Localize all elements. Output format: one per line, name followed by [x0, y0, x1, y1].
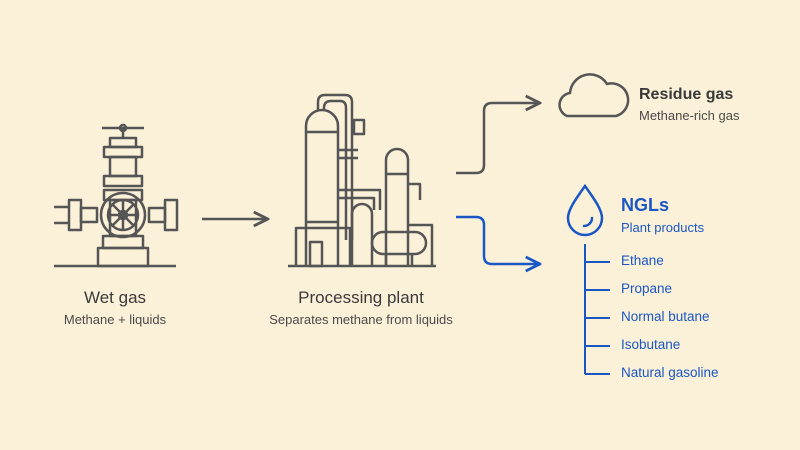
arrow-to-ngls: [456, 215, 538, 264]
cloud-icon: [558, 73, 630, 118]
residue-gas-subtitle: Methane-rich gas: [639, 108, 740, 123]
ngls-title: NGLs: [621, 195, 670, 215]
ngl-product-ethane: Ethane: [621, 253, 664, 268]
ngl-product-normal-butane: Normal butane: [621, 309, 710, 324]
ngl-products-tree: [584, 244, 610, 375]
wet-gas-title: Wet gas: [83, 288, 147, 307]
arrow-to-residue-gas: [456, 103, 538, 175]
ngl-product-isobutane: Isobutane: [621, 337, 681, 352]
ngls-subtitle: Plant products: [621, 220, 705, 235]
processing-plant-icon: [288, 93, 436, 268]
droplet-icon: [566, 183, 604, 237]
plant-subtitle: Separates methane from liquids: [269, 312, 453, 327]
ngl-product-propane: Propane: [621, 281, 673, 296]
wet-gas-subtitle: Methane + liquids: [63, 312, 167, 327]
residue-gas-title: Residue gas: [639, 86, 734, 103]
plant-title: Processing plant: [298, 288, 424, 307]
wellhead-icon: [54, 123, 179, 268]
ngl-product-natural-gasoline: Natural gasoline: [621, 365, 719, 380]
